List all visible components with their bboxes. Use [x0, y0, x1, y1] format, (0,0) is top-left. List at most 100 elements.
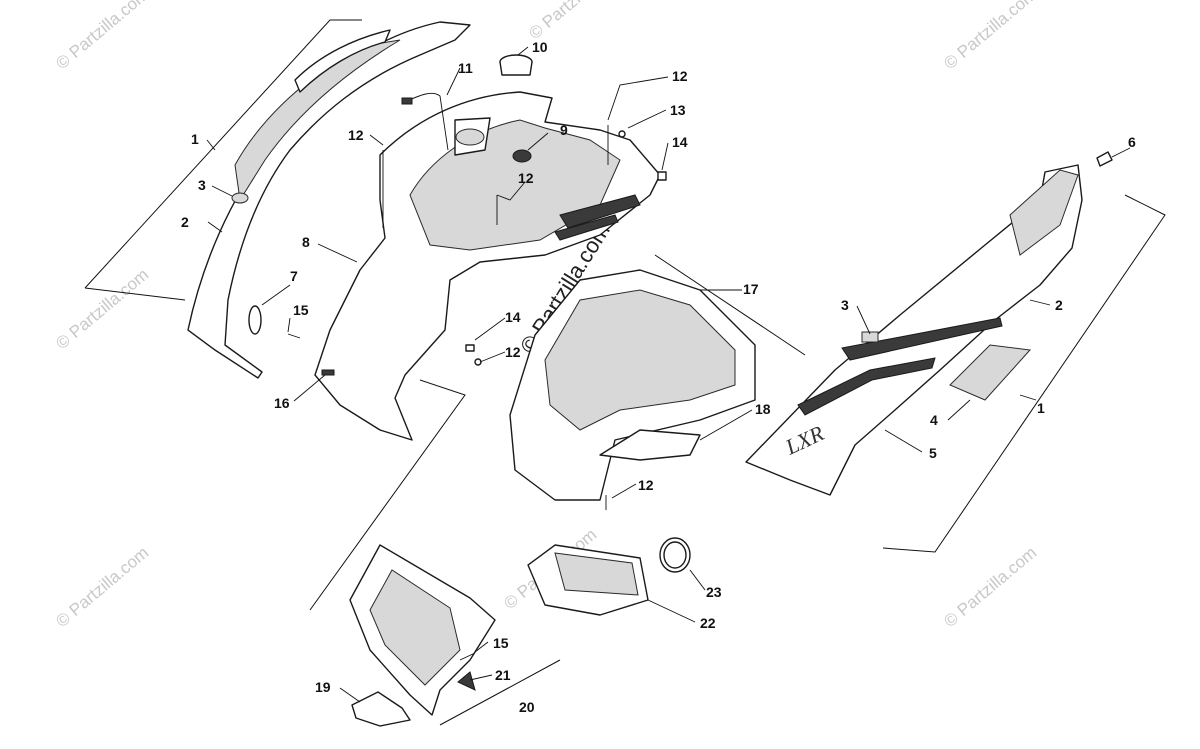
intake-tab-21 [457, 671, 476, 691]
right-side-panel: LXR [745, 151, 1113, 496]
leader-10 [517, 46, 529, 56]
nut-14 [657, 171, 667, 181]
callout-12-center: 12 [518, 170, 534, 186]
leader-22 [647, 599, 696, 623]
hood-vent-stripe-2 [554, 214, 619, 241]
leader-13 [627, 109, 667, 129]
callout-17: 17 [743, 281, 759, 297]
inner-liner [509, 269, 756, 510]
intake-opening [369, 569, 461, 686]
liner-seal-18 [599, 429, 701, 461]
hood-vent-stripe-1 [559, 194, 641, 229]
decal-4 [949, 344, 1032, 401]
leader-21 [469, 674, 493, 681]
callout-15-lower: 15 [493, 635, 509, 651]
leader-19 [339, 687, 361, 703]
watermark-top-left: © Partzilla.com [52, 0, 152, 73]
callout-22: 22 [700, 615, 716, 631]
leader-18 [699, 409, 753, 441]
right-panel-top-shade [1009, 169, 1079, 256]
boot-10-body [499, 61, 533, 76]
leader-14-upper [661, 142, 669, 171]
left-grommet [248, 305, 262, 335]
callout-19: 19 [315, 679, 331, 695]
nut-14-lower [465, 344, 475, 352]
hood-gauge-pod [455, 128, 485, 146]
left-hood-inner-shade [234, 39, 401, 202]
plug-9 [512, 149, 532, 163]
clamp-23-inner [663, 541, 687, 569]
left-hood-top-edge [294, 29, 391, 93]
reflector-16 [321, 369, 335, 376]
leader-8 [317, 243, 358, 263]
callout-labels: 1 1 2 2 3 3 4 5 6 7 8 9 10 11 12 12 12 1… [181, 39, 1136, 715]
screw-15-upper [287, 333, 301, 339]
leader-12-lower [479, 351, 506, 363]
air-duct [527, 537, 691, 616]
leader-3-left [211, 185, 233, 197]
right-panel-stripe-upper [841, 317, 1003, 361]
liner-inner [544, 289, 736, 431]
bracket-left-hood [84, 19, 362, 289]
main-hood [314, 91, 661, 441]
watermark-top-center: © Partzilla.com [525, 0, 625, 43]
small-hardware [287, 333, 482, 376]
callout-21: 21 [495, 667, 511, 683]
leader-2-left [207, 221, 223, 233]
leader-1-right [1019, 394, 1037, 401]
callout-2-left: 2 [181, 214, 189, 230]
callout-16: 16 [274, 395, 290, 411]
callout-12-lower: 12 [505, 344, 521, 360]
bracket-center [654, 254, 806, 356]
right-panel-body [745, 164, 1083, 496]
bracket-left-hood-base [84, 287, 186, 301]
callout-23: 23 [706, 584, 722, 600]
leader-16 [293, 374, 326, 402]
callout-14-upper: 14 [672, 134, 688, 150]
lower-intake [349, 544, 496, 727]
callout-8: 8 [302, 234, 310, 250]
bracket-right-panel [882, 194, 1166, 553]
leader-2-right [1029, 299, 1051, 306]
callout-9: 9 [560, 122, 568, 138]
right-panel-stripe-lower [797, 357, 936, 416]
left-side-panel [187, 21, 471, 379]
leader-9 [527, 132, 549, 151]
callout-7: 7 [290, 268, 298, 284]
leader-15-upper [287, 317, 291, 333]
callout-13: 13 [670, 102, 686, 118]
leader-14-lower [474, 317, 506, 341]
watermark-top-right: © Partzilla.com [940, 0, 1040, 73]
leader-4 [947, 399, 971, 421]
leader-15-lower [474, 641, 489, 653]
leader-12-liner [611, 483, 637, 499]
callout-12-liner: 12 [638, 477, 654, 493]
bracket-19 [351, 691, 411, 727]
bracket-lower-left [309, 379, 466, 611]
group-brackets [84, 19, 1166, 726]
watermark-mid-left: © Partzilla.com [52, 265, 152, 353]
leader-6 [1111, 147, 1131, 158]
callout-6: 6 [1128, 134, 1136, 150]
callout-10: 10 [532, 39, 548, 55]
callout-11: 11 [458, 60, 473, 76]
leader-7 [261, 284, 291, 306]
callout-2-right: 2 [1055, 297, 1063, 313]
leader-3-right [856, 305, 871, 335]
leader-12-right [607, 76, 669, 121]
leader-11 [446, 67, 461, 96]
callout-1-left: 1 [191, 131, 199, 147]
watermark-bottom-right: © Partzilla.com [940, 543, 1040, 631]
callout-18: 18 [755, 401, 771, 417]
leader-1-left [206, 139, 216, 151]
leader-lines [206, 46, 1131, 703]
callout-12-right: 12 [672, 68, 688, 84]
leader-5 [884, 429, 923, 453]
callout-3-right: 3 [841, 297, 849, 313]
rivet-6 [1096, 151, 1113, 167]
callout-3-left: 3 [198, 177, 206, 193]
callout-4: 4 [930, 412, 938, 428]
leader-12-center [496, 181, 526, 201]
callout-12-left: 12 [348, 127, 364, 143]
callout-5: 5 [929, 445, 937, 461]
